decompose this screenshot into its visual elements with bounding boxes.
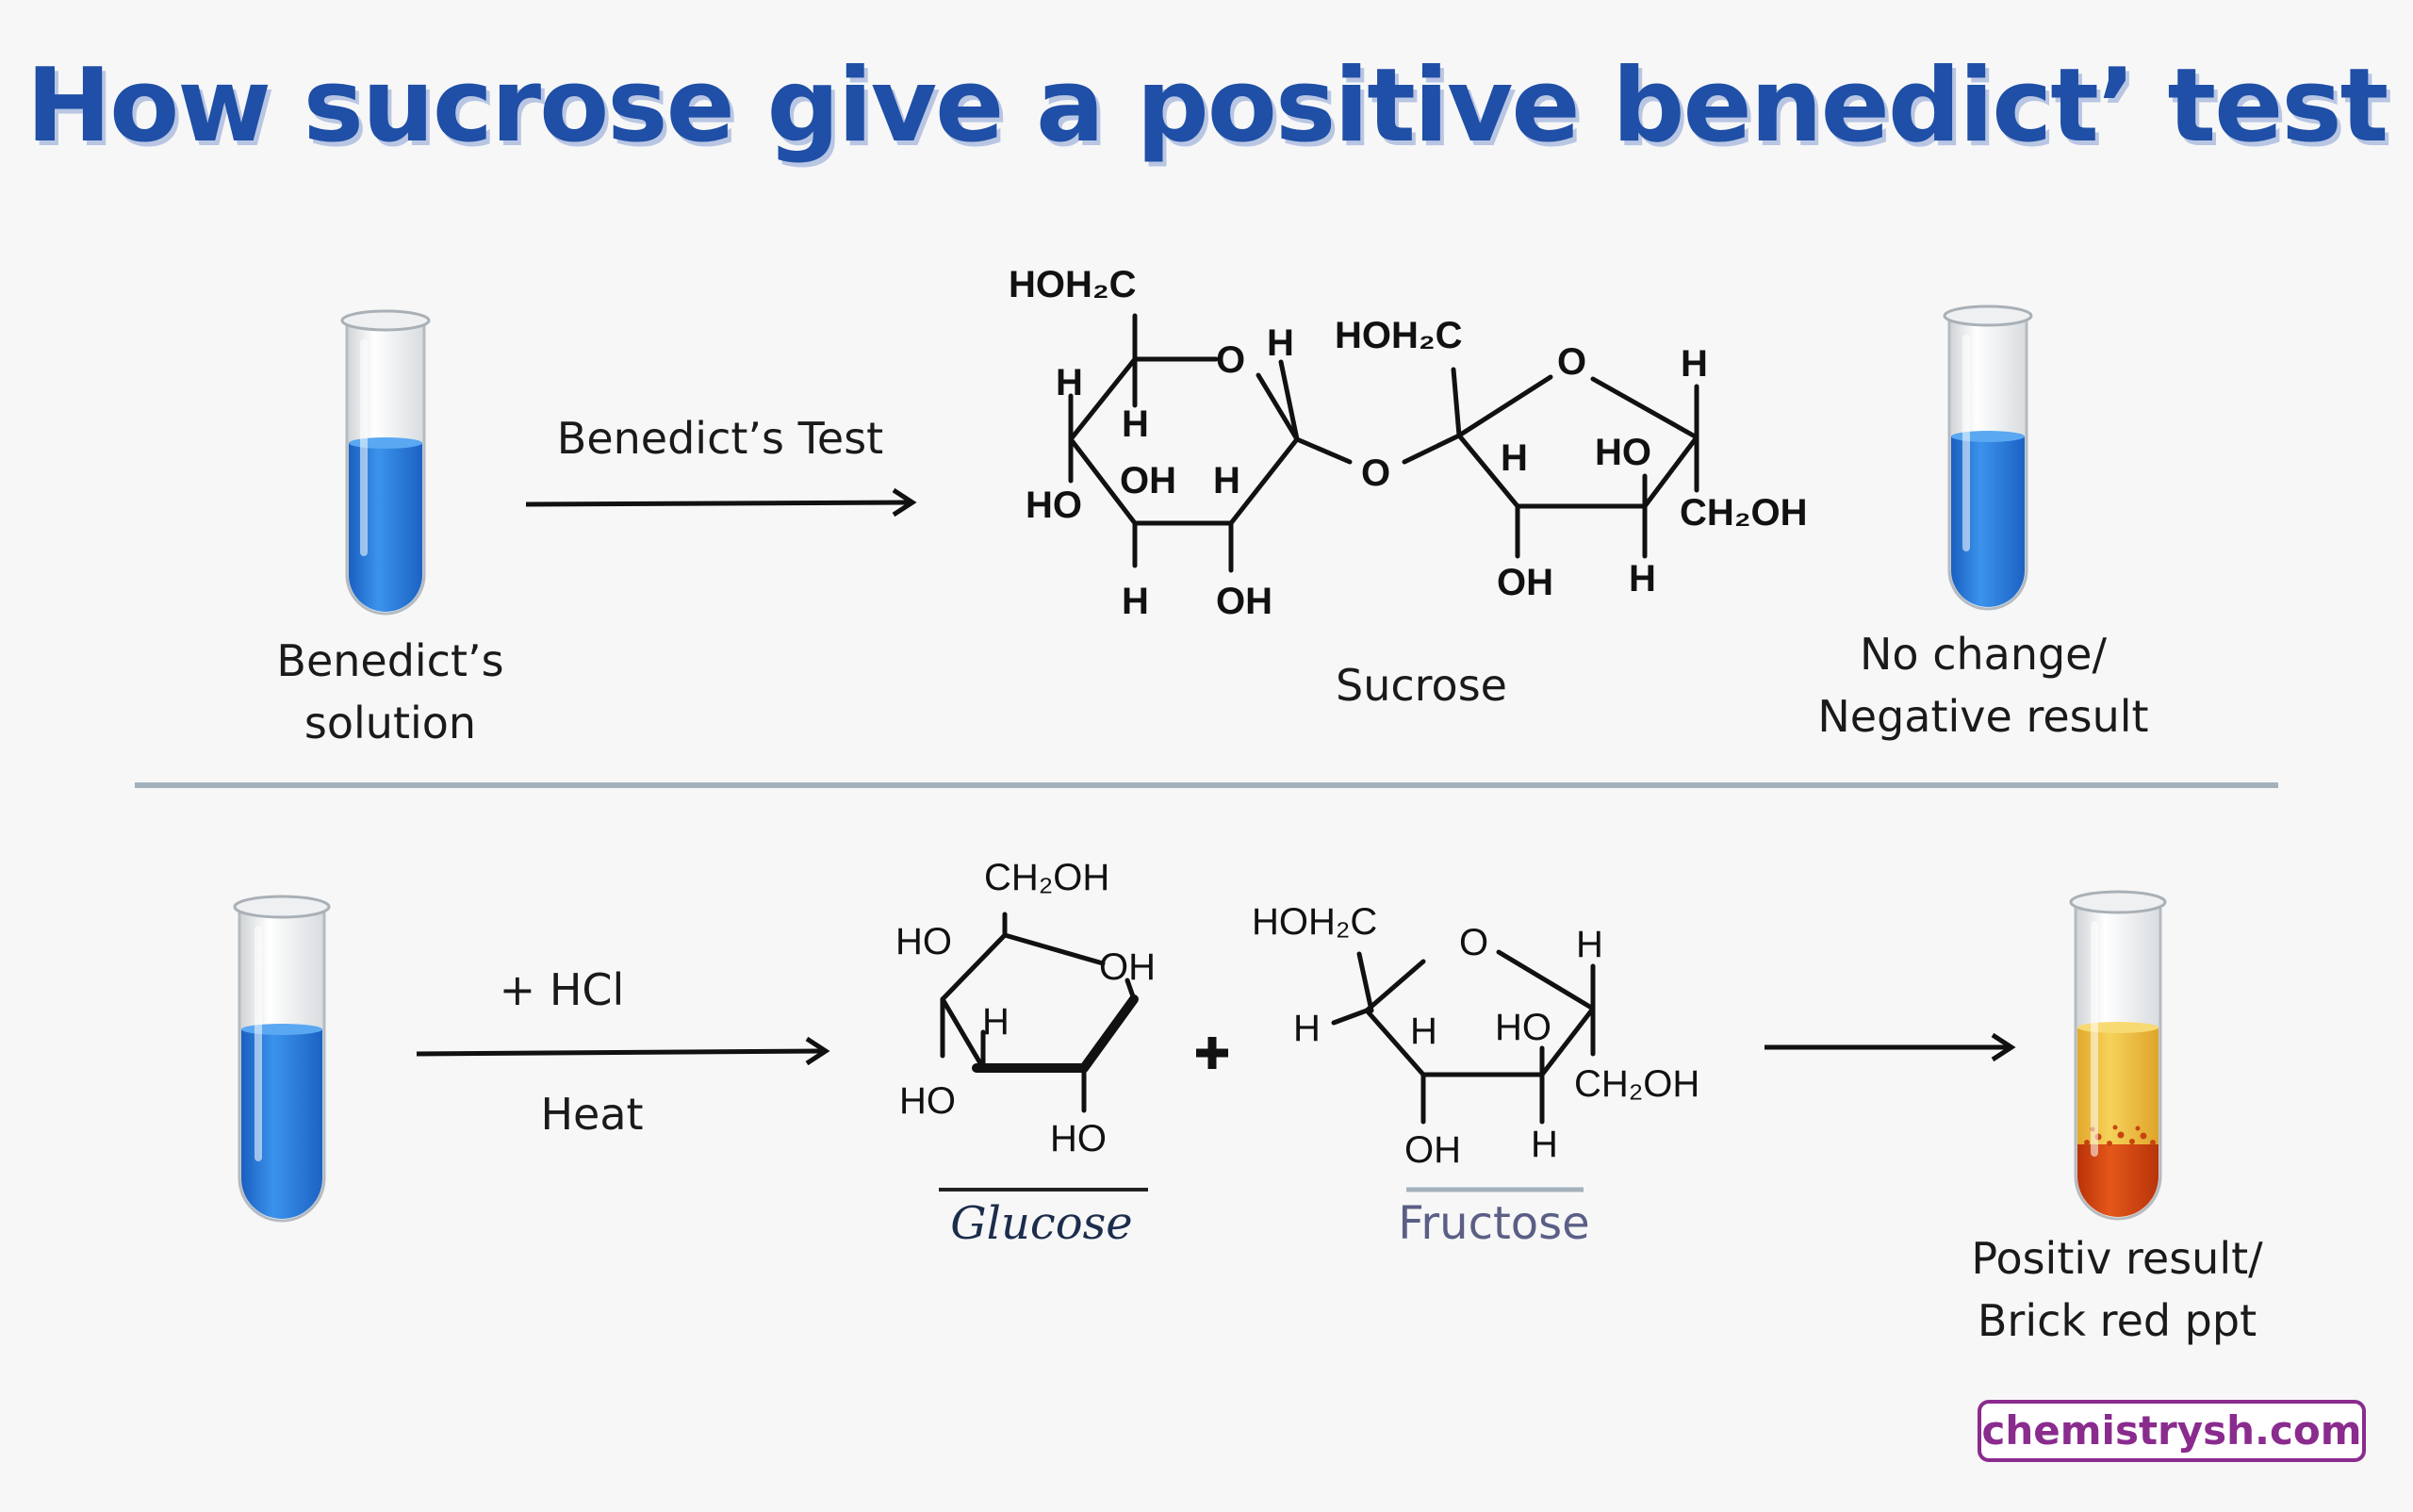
tube-label-line-1: Benedict’s [276, 635, 504, 686]
plus-sign-icon [1196, 1037, 1228, 1069]
atom-label: HO [1050, 1118, 1107, 1159]
atom-label: OH [1099, 946, 1156, 988]
blue-test-tube-icon [233, 895, 331, 1223]
atom-label: CH₂OH [1680, 492, 1808, 534]
atom-label: O [1216, 339, 1246, 381]
result-line-1: No change/ [1860, 629, 2107, 680]
sucrose-label: Sucrose [1336, 660, 1507, 711]
glucose-structure [940, 912, 1139, 1113]
atom-label: OH [1497, 562, 1553, 603]
atom-label: OH [1404, 1129, 1461, 1171]
atom-label: HO [1026, 485, 1082, 526]
reaction-arrow [525, 487, 917, 518]
atom-label: H [1213, 460, 1240, 501]
atom-label: CH₂OH [1574, 1063, 1700, 1105]
atom-label: H [1410, 1011, 1437, 1052]
atom-label: O [1459, 922, 1489, 963]
atom-label: H [1267, 322, 1294, 364]
atom-label: HOH₂C [1335, 315, 1463, 356]
benedicts-solution-label: Benedict’s solution [202, 630, 579, 754]
positive-result-label: Positiv result/ Brick red ppt [1929, 1227, 2306, 1352]
brand-badge[interactable]: chemistrysh.com [1978, 1400, 2366, 1462]
blue-test-tube-icon [1943, 304, 2033, 611]
atom-label: HO [1495, 1007, 1551, 1048]
atom-label: H [1531, 1124, 1558, 1165]
atom-label: HO [895, 921, 952, 962]
atom-label: H [1056, 362, 1083, 403]
atom-label: OH [1216, 581, 1272, 622]
glucose-label: Glucose [950, 1197, 1133, 1250]
result-line-1: Positiv result/ [1971, 1233, 2263, 1284]
page-title: How sucrose give a positive benedict’ te… [25, 47, 2389, 165]
result-line-2: Negative result [1817, 691, 2149, 742]
atom-label: O [1557, 341, 1587, 383]
section-divider [135, 782, 2278, 788]
negative-result-label: No change/ Negative result [1795, 623, 2172, 748]
blue-test-tube-icon [340, 309, 431, 616]
fructose-structure [1331, 949, 1596, 1125]
atom-label: HOH₂C [1009, 264, 1137, 305]
heat-arrow-label: Heat [540, 1089, 644, 1140]
fructose-label: Fructose [1398, 1197, 1590, 1250]
sucrose-structure [1068, 313, 1699, 573]
atom-label: H [1122, 403, 1149, 445]
atom-label: HOH₂C [1252, 901, 1378, 943]
benedicts-test-arrow-label: Benedict’s Test [556, 413, 884, 464]
atom-label: H [1293, 1008, 1321, 1049]
atom-label: H [1629, 558, 1656, 600]
hcl-arrow-label: + HCl [499, 964, 625, 1015]
atom-label: OH [1120, 460, 1176, 501]
result-line-2: Brick red ppt [1977, 1295, 2257, 1346]
atom-label: CH₂OH [984, 857, 1110, 898]
atom-label: H [982, 1001, 1010, 1043]
brick-red-precipitate-tube-icon [2069, 890, 2167, 1221]
atom-label: H [1576, 924, 1603, 965]
reaction-arrow [416, 1036, 830, 1066]
atom-label: HO [1595, 432, 1651, 473]
atom-label: O [1361, 452, 1391, 494]
atom-label: H [1681, 343, 1708, 385]
atom-label: HO [899, 1080, 956, 1122]
tube-label-line-2: solution [304, 698, 477, 748]
atom-label: H [1501, 437, 1528, 479]
atom-label: H [1122, 581, 1149, 622]
reaction-arrow [1765, 1032, 2016, 1062]
